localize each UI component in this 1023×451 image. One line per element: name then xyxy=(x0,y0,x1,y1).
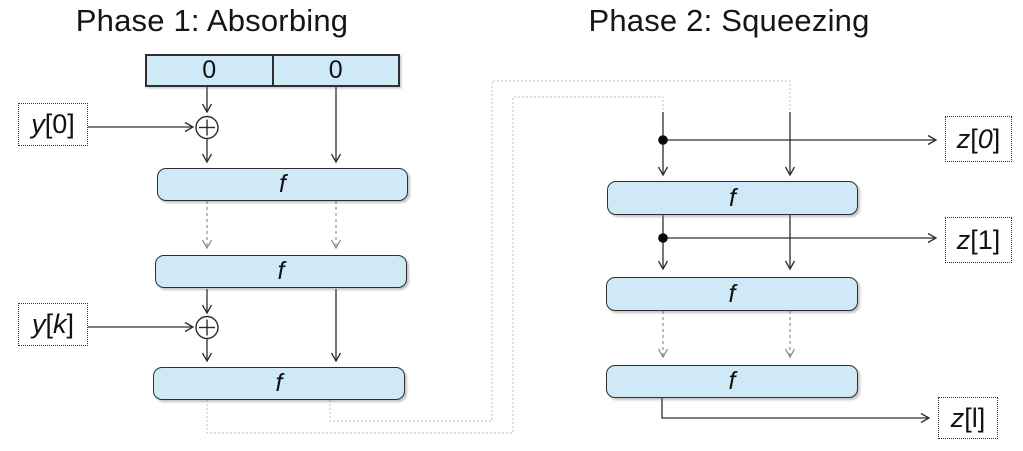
phase1-title: Phase 1: Absorbing xyxy=(75,3,349,38)
zl-open-bracket: [ xyxy=(964,402,972,433)
z1-open-bracket: [ xyxy=(970,224,978,255)
y0-open-bracket: [ xyxy=(44,109,53,139)
xor-icon xyxy=(195,115,219,140)
zl-close-bracket: ] xyxy=(977,402,986,433)
y0-index: 0 xyxy=(52,109,68,139)
z1-index: 1 xyxy=(977,224,993,255)
zl-var: z xyxy=(950,402,965,433)
y0-var: y xyxy=(31,109,45,139)
yk-open-bracket: [ xyxy=(45,309,53,339)
junction-dot-icon xyxy=(658,135,668,145)
z1-close-bracket: ] xyxy=(992,224,1001,255)
output-block-z1: z[1] xyxy=(945,217,1012,263)
xor-icon xyxy=(195,315,219,340)
yk-close-bracket: ] xyxy=(66,309,75,339)
squeeze-round-f2: f xyxy=(606,277,858,311)
output-block-zl: z[l] xyxy=(938,397,998,439)
z0-open-bracket: [ xyxy=(970,123,978,154)
z0-close-bracket: ] xyxy=(992,123,1001,154)
absorb-round-f3: f xyxy=(153,367,405,400)
loop-wire-capacity xyxy=(329,80,791,422)
yk-index: k xyxy=(53,309,67,339)
z0-var: z xyxy=(956,123,971,154)
state-capacity-cell: 0 xyxy=(328,56,343,84)
junction-dot-icon xyxy=(658,233,668,243)
yk-var: y xyxy=(31,309,46,339)
state-rate-cell: 0 xyxy=(147,56,274,85)
absorb-round-f1: f xyxy=(157,168,408,201)
absorb-round-f2: f xyxy=(155,255,407,288)
z1-var: z xyxy=(956,224,971,255)
input-block-yk: y[k] xyxy=(18,303,88,346)
initial-state-register: 0 0 xyxy=(145,54,400,87)
output-block-z0: z[0] xyxy=(945,116,1012,162)
y0-close-bracket: ] xyxy=(67,109,75,139)
phase2-title: Phase 2: Squeezing xyxy=(588,3,870,38)
z0-index: 0 xyxy=(977,123,993,154)
input-block-y0: y[0] xyxy=(18,103,88,146)
squeeze-round-f3: f xyxy=(606,365,858,398)
squeeze-round-f1: f xyxy=(607,181,858,215)
zl-index: l xyxy=(971,402,978,433)
wire-sf3-to-zl xyxy=(661,398,931,424)
